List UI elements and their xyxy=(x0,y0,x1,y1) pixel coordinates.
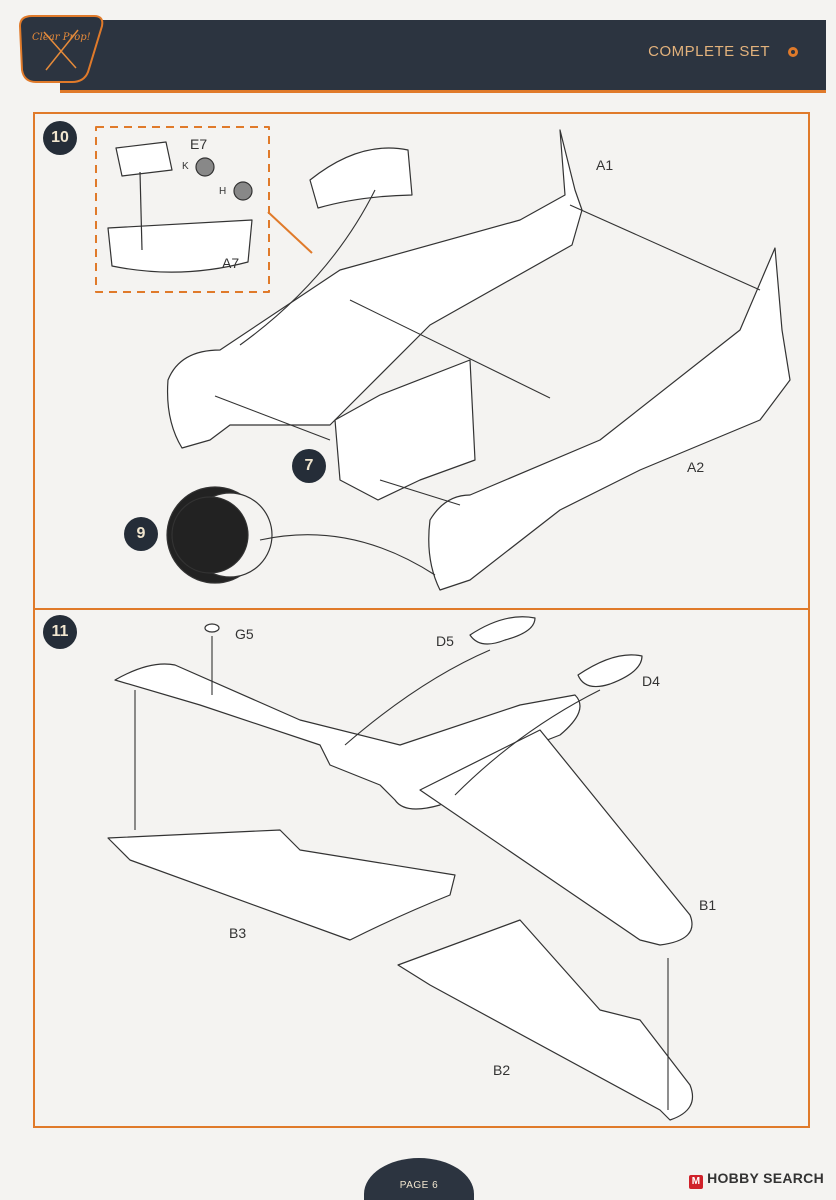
label-a2: A2 xyxy=(687,459,705,475)
part-b3-wing-lower-left xyxy=(107,829,456,941)
step-11-panel xyxy=(33,608,810,1128)
page-header: Clear Prop! COMPLETE SET xyxy=(0,0,836,100)
inset-arrow-1 xyxy=(139,171,143,251)
set-label: COMPLETE SET xyxy=(648,43,770,60)
part-cockpit-insert xyxy=(334,359,476,501)
part-d5 xyxy=(469,616,536,645)
arrow-a1-a2-lower xyxy=(349,299,551,399)
watermark-text: HOBBY SEARCH xyxy=(707,1170,824,1186)
page-number: PAGE 6 xyxy=(399,1180,439,1191)
label-d5: D5 xyxy=(436,633,454,649)
label-b1: B1 xyxy=(699,897,717,913)
label-a1: A1 xyxy=(596,157,614,173)
arrow-a1-a2 xyxy=(569,204,761,291)
label-b3: B3 xyxy=(229,925,247,941)
part-b1-wing-upper-right xyxy=(419,729,693,946)
part-b2-wing-lower-right xyxy=(397,919,694,1121)
part-a7-tray xyxy=(107,219,253,273)
label-a7: A7 xyxy=(222,255,240,271)
step-11-badge: 11 xyxy=(43,615,77,649)
brand-name: Clear Prop! xyxy=(32,32,91,43)
header-bar xyxy=(60,20,826,90)
label-e7: E7 xyxy=(190,136,208,152)
label-g5: G5 xyxy=(235,626,254,642)
part-cowl-top xyxy=(309,147,413,209)
header-accent-line xyxy=(60,90,826,93)
label-k: K xyxy=(182,161,189,172)
step-10-badge: 10 xyxy=(43,121,77,155)
detail-pointer-line xyxy=(267,211,313,254)
part-d4 xyxy=(577,654,643,688)
part-e7-bracket xyxy=(115,141,173,177)
watermark-logo-icon: M xyxy=(689,1175,704,1189)
engine-cylinders xyxy=(171,496,249,574)
arrow-d5 xyxy=(344,649,491,746)
sub-step-7-badge: 7 xyxy=(292,449,326,483)
arrow-cockpit-a1 xyxy=(214,395,331,441)
part-k-disc xyxy=(195,157,215,177)
arrow-cockpit-a2 xyxy=(379,479,461,506)
header-dot-icon xyxy=(788,47,798,57)
arrow-engine xyxy=(259,534,436,576)
part-h-disc xyxy=(233,181,253,201)
part-g5 xyxy=(204,623,220,633)
arrow-cowl xyxy=(239,189,376,346)
brand-logo xyxy=(18,15,104,83)
part-a2-fuselage-half xyxy=(428,247,791,591)
sub-step-9-badge: 9 xyxy=(124,517,158,551)
detail-inset-box xyxy=(95,126,270,293)
arrow-d4 xyxy=(454,689,601,796)
label-b2: B2 xyxy=(493,1062,511,1078)
label-d4: D4 xyxy=(642,673,660,689)
label-h: H xyxy=(219,186,227,197)
